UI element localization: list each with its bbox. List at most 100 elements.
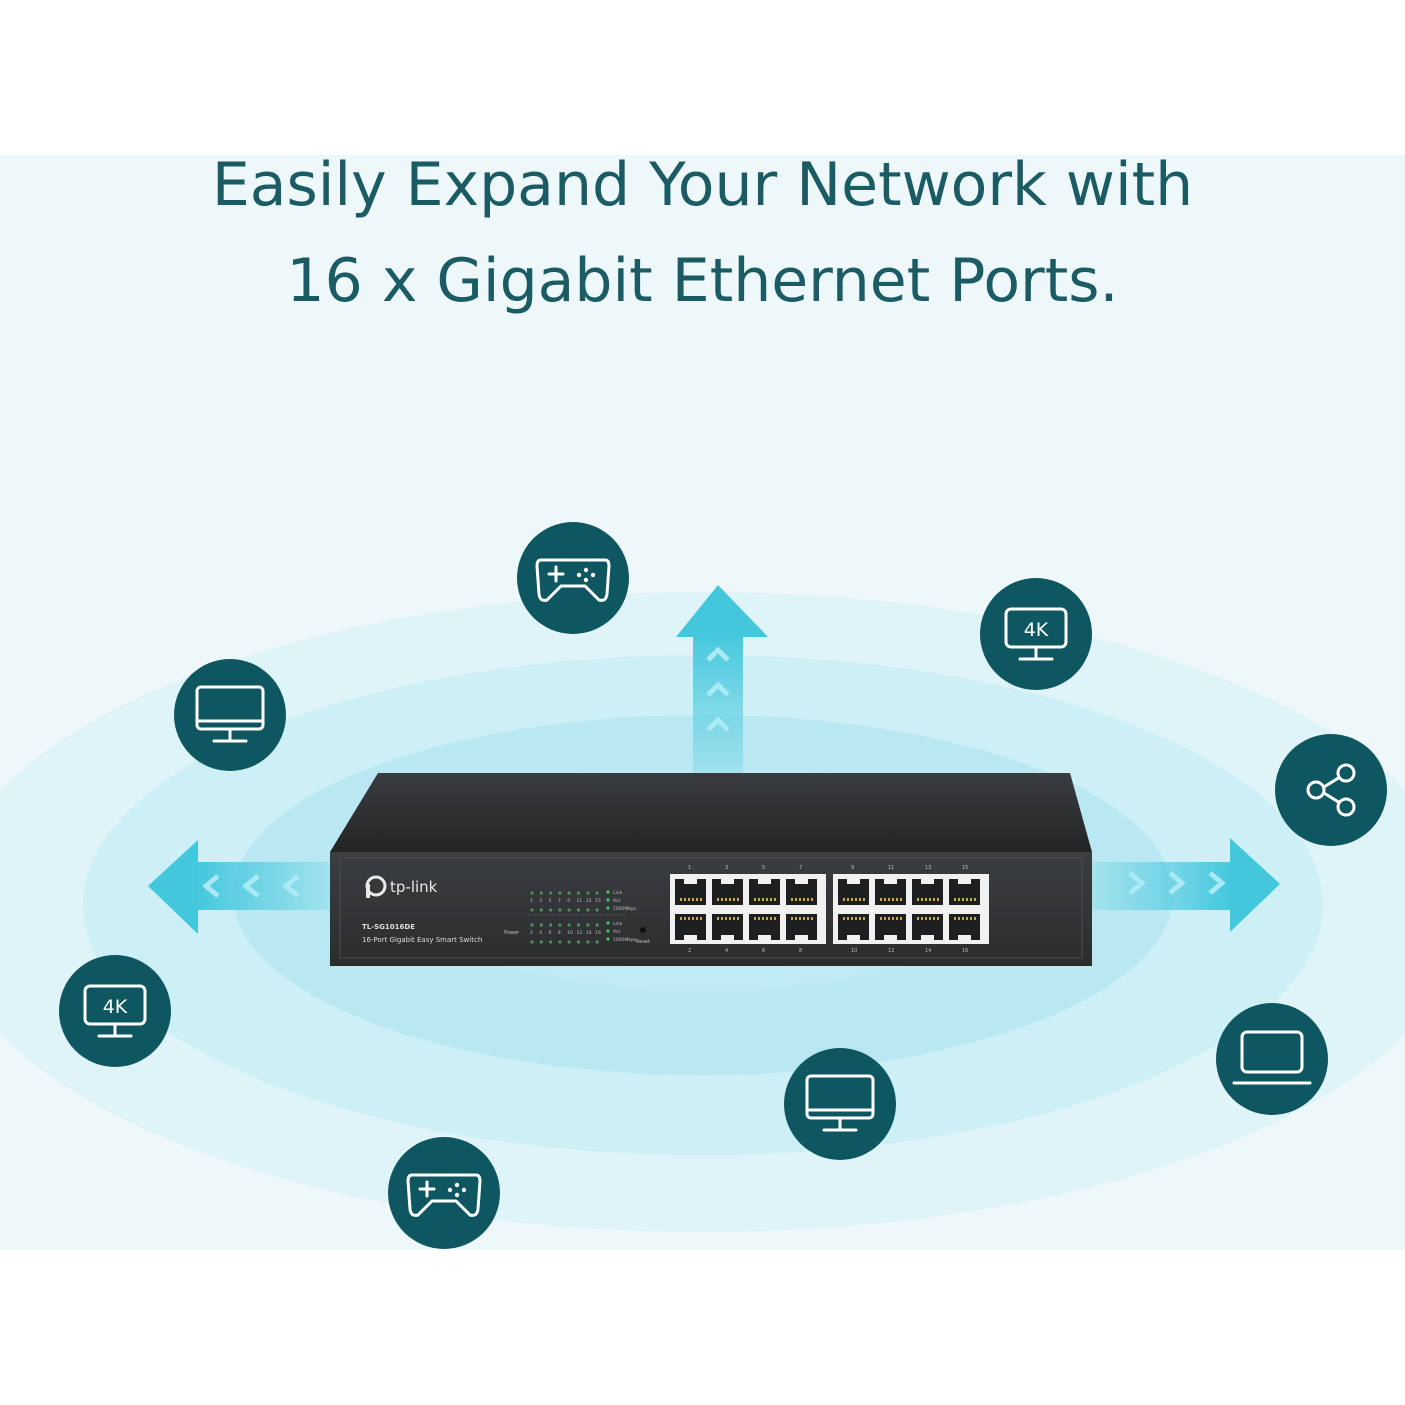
device-circle	[784, 1048, 896, 1160]
status-led	[586, 923, 590, 927]
model-text: TL-SG1016DE	[362, 923, 415, 931]
device-4k-monitor-icon: 4K	[59, 955, 171, 1067]
share-icon	[1306, 763, 1356, 817]
status-led	[539, 923, 543, 927]
ethernet-port[interactable]	[712, 879, 743, 905]
device-laptop-icon	[1216, 1003, 1328, 1115]
ethernet-port[interactable]	[912, 914, 943, 940]
ethernet-port[interactable]	[912, 879, 943, 905]
status-led	[595, 891, 599, 895]
device-gamepad-icon	[388, 1137, 500, 1249]
legend-label: 1000Mbps	[613, 906, 637, 912]
laptop-icon	[1232, 1030, 1312, 1085]
led-number: 2	[530, 930, 533, 936]
ethernet-port[interactable]	[786, 879, 817, 905]
gamepad-icon	[406, 1173, 482, 1217]
device-circle	[1216, 1003, 1328, 1115]
led-number: 15	[595, 898, 601, 904]
port-number: 10	[851, 948, 857, 954]
status-led	[549, 891, 553, 895]
status-led	[595, 923, 599, 927]
led-number: 7	[558, 898, 561, 904]
ethernet-port[interactable]	[875, 879, 906, 905]
device-desktop-monitor-icon	[784, 1048, 896, 1160]
device-desktop-monitor-icon	[174, 659, 286, 771]
status-led	[576, 891, 581, 895]
status-led	[595, 908, 599, 912]
device-icons: 4K 4K	[59, 522, 1387, 1249]
led-number: 1	[530, 898, 533, 904]
legend-led	[606, 921, 610, 925]
legend-led	[606, 898, 610, 902]
status-led	[549, 923, 553, 927]
status-led	[549, 908, 553, 912]
device-share-icon	[1275, 734, 1387, 846]
port-number: 1	[688, 865, 691, 871]
reset-label: Reset	[636, 939, 650, 945]
ethernet-port[interactable]	[838, 914, 869, 940]
device-circle	[517, 522, 629, 634]
status-led	[558, 923, 562, 927]
port-number: 2	[688, 948, 691, 954]
legend-label: Act	[613, 898, 620, 904]
status-led	[558, 908, 562, 912]
status-led	[576, 940, 581, 944]
device-4k-monitor-icon: 4K	[980, 578, 1092, 690]
device-label: 4K	[103, 996, 128, 1018]
ethernet-port[interactable]	[838, 879, 869, 905]
port-number: 3	[725, 865, 728, 871]
status-led	[567, 908, 571, 912]
desktop-monitor-icon	[195, 685, 265, 743]
ethernet-port[interactable]	[786, 914, 817, 940]
status-led	[558, 940, 562, 944]
device-circle	[59, 955, 171, 1067]
ethernet-port[interactable]	[712, 914, 743, 940]
status-led	[549, 940, 553, 944]
ethernet-port[interactable]	[875, 914, 906, 940]
status-led	[576, 908, 581, 912]
desktop-monitor-icon	[805, 1074, 875, 1132]
status-led	[530, 908, 534, 912]
led-number: 9	[567, 898, 570, 904]
device-circle	[1275, 734, 1387, 846]
status-led	[530, 940, 534, 944]
ethernet-port[interactable]	[949, 914, 980, 940]
legend-led	[606, 890, 610, 894]
device-label: 4K	[1024, 619, 1049, 641]
left-arrow	[148, 840, 345, 934]
led-number: 8	[558, 930, 561, 936]
gamepad-icon	[535, 558, 611, 602]
legend-led	[606, 929, 610, 933]
led-number: 13	[586, 898, 592, 904]
headline-line-1: Easily Expand Your Network with	[211, 150, 1194, 220]
ethernet-port[interactable]	[675, 914, 706, 940]
status-led	[567, 891, 571, 895]
port-number: 14	[925, 948, 931, 954]
port-number: 12	[888, 948, 894, 954]
right-arrow	[1080, 838, 1280, 932]
port-number: 13	[925, 865, 931, 871]
ethernet-port[interactable]	[949, 879, 980, 905]
led-number: 3	[539, 898, 542, 904]
port-number: 9	[851, 865, 854, 871]
ethernet-port[interactable]	[749, 914, 780, 940]
network-switch: tp-link TL-SG1016DE 16-Port Gigabit Easy…	[330, 773, 1092, 966]
status-led	[530, 891, 534, 895]
ethernet-port[interactable]	[675, 879, 706, 905]
led-number: 14	[586, 930, 592, 936]
status-led	[539, 908, 543, 912]
ethernet-port[interactable]	[749, 879, 780, 905]
status-led	[567, 923, 571, 927]
tp-link-logo: tp-link	[365, 875, 438, 898]
4k-monitor-icon: 4K	[1004, 607, 1068, 661]
legend-led	[606, 906, 610, 910]
port-number: 4	[725, 948, 728, 954]
led-number: 5	[549, 898, 552, 904]
headline-line-2: 16 x Gigabit Ethernet Ports.	[286, 246, 1119, 316]
4k-monitor-icon: 4K	[83, 984, 147, 1038]
device-circle	[388, 1137, 500, 1249]
port-number: 15	[962, 865, 968, 871]
description-text: 16-Port Gigabit Easy Smart Switch	[362, 936, 482, 944]
